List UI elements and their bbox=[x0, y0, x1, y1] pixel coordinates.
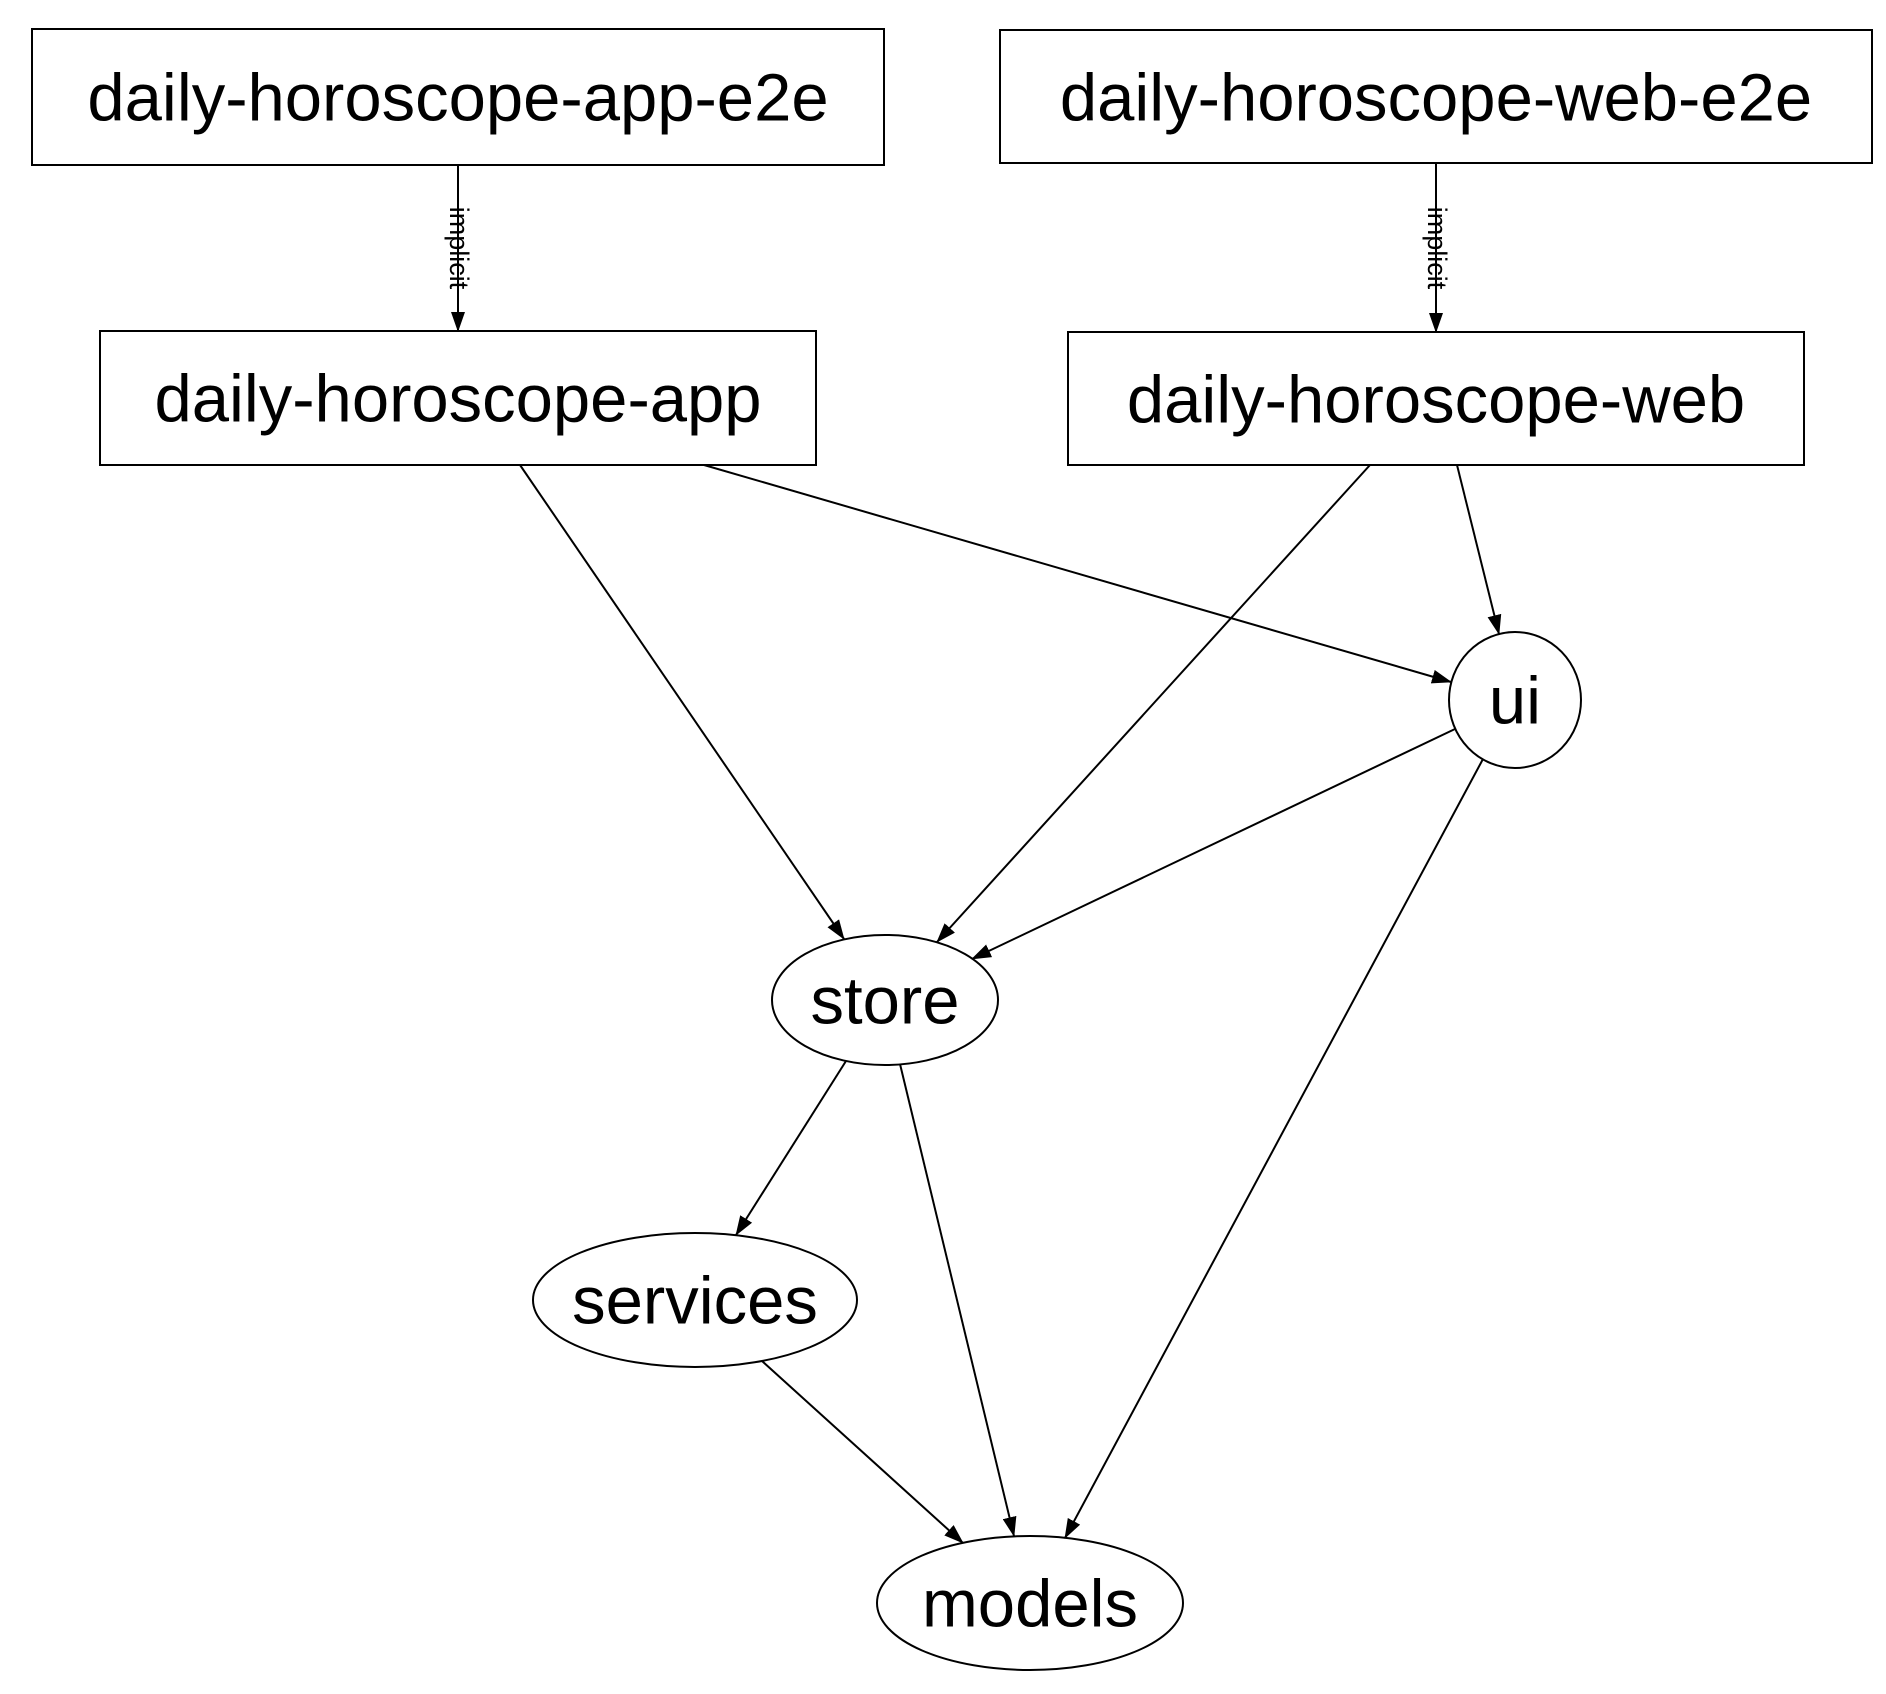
node-store: store bbox=[771, 934, 999, 1066]
node-label-store: store bbox=[811, 963, 960, 1038]
node-label-daily-horoscope-app: daily-horoscope-app bbox=[154, 361, 761, 436]
node-label-models: models bbox=[922, 1566, 1138, 1641]
node-ui: ui bbox=[1448, 631, 1582, 769]
edge-daily-horoscope-app-to-store bbox=[519, 464, 845, 940]
node-ellipse-models bbox=[876, 1535, 1184, 1671]
node-box-daily-horoscope-web-e2e bbox=[999, 29, 1873, 164]
edge-services-to-models bbox=[761, 1360, 964, 1544]
edge-ui-to-models bbox=[1064, 758, 1484, 1539]
node-models: models bbox=[876, 1535, 1184, 1671]
node-label-services: services bbox=[572, 1263, 818, 1338]
edge-label-daily-horoscope-app-e2e-to-daily-horoscope-app: implicit bbox=[444, 207, 474, 290]
node-label-daily-horoscope-web: daily-horoscope-web bbox=[1127, 362, 1745, 437]
node-daily-horoscope-web: daily-horoscope-web bbox=[1067, 331, 1805, 466]
node-label-daily-horoscope-web-e2e: daily-horoscope-web-e2e bbox=[1060, 60, 1812, 135]
node-label-ui: ui bbox=[1489, 663, 1541, 738]
edge-store-to-models bbox=[899, 1063, 1017, 1537]
node-ellipse-services bbox=[532, 1232, 858, 1368]
edge-store-to-services bbox=[735, 1060, 847, 1236]
edge-ui-to-store bbox=[971, 728, 1456, 960]
node-box-daily-horoscope-web bbox=[1067, 331, 1805, 466]
node-services: services bbox=[532, 1232, 858, 1368]
node-label-daily-horoscope-app-e2e: daily-horoscope-app-e2e bbox=[87, 60, 828, 135]
edge-daily-horoscope-app-to-ui bbox=[703, 464, 1452, 684]
node-daily-horoscope-app-e2e: daily-horoscope-app-e2e bbox=[31, 28, 885, 166]
edge-label-daily-horoscope-web-e2e-to-daily-horoscope-web: implicit bbox=[1422, 207, 1452, 290]
edge-daily-horoscope-web-to-ui bbox=[1456, 464, 1502, 635]
node-daily-horoscope-app: daily-horoscope-app bbox=[99, 330, 817, 466]
edge-daily-horoscope-web-to-store bbox=[936, 464, 1371, 943]
node-ellipse-store bbox=[771, 934, 999, 1066]
node-ellipse-ui bbox=[1448, 631, 1582, 769]
node-daily-horoscope-web-e2e: daily-horoscope-web-e2e bbox=[999, 29, 1873, 164]
node-box-daily-horoscope-app-e2e bbox=[31, 28, 885, 166]
